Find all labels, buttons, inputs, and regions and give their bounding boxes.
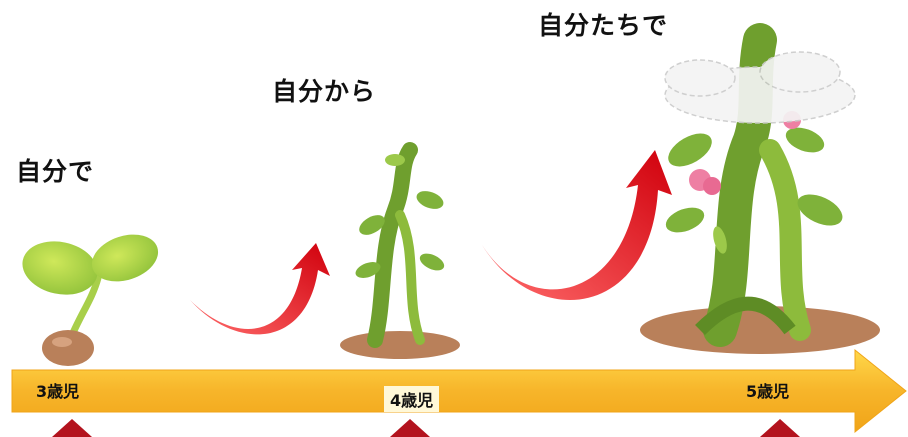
beanstalk-icon: [340, 142, 460, 359]
curved-arrow-icon: [482, 150, 672, 300]
curved-arrow-icon: [190, 243, 330, 335]
marker-arrow-icon: [760, 419, 800, 437]
giant-beanstalk-icon: [640, 23, 880, 354]
stage-1-label: 自分で: [16, 157, 95, 186]
age-label-3: 3歳児: [36, 382, 80, 401]
timeline-arrow: [11, 348, 907, 434]
age-label-4: 4歳児: [384, 386, 440, 412]
marker-arrow-icon: [390, 419, 430, 437]
sprout-icon: [22, 234, 159, 366]
stage-3-label: 自分たちで: [538, 11, 669, 40]
cloud-icon: [664, 51, 856, 124]
age-label-5: 5歳児: [746, 382, 790, 401]
marker-arrow-icon: [52, 419, 92, 437]
stage-2-label: 自分から: [272, 77, 377, 106]
